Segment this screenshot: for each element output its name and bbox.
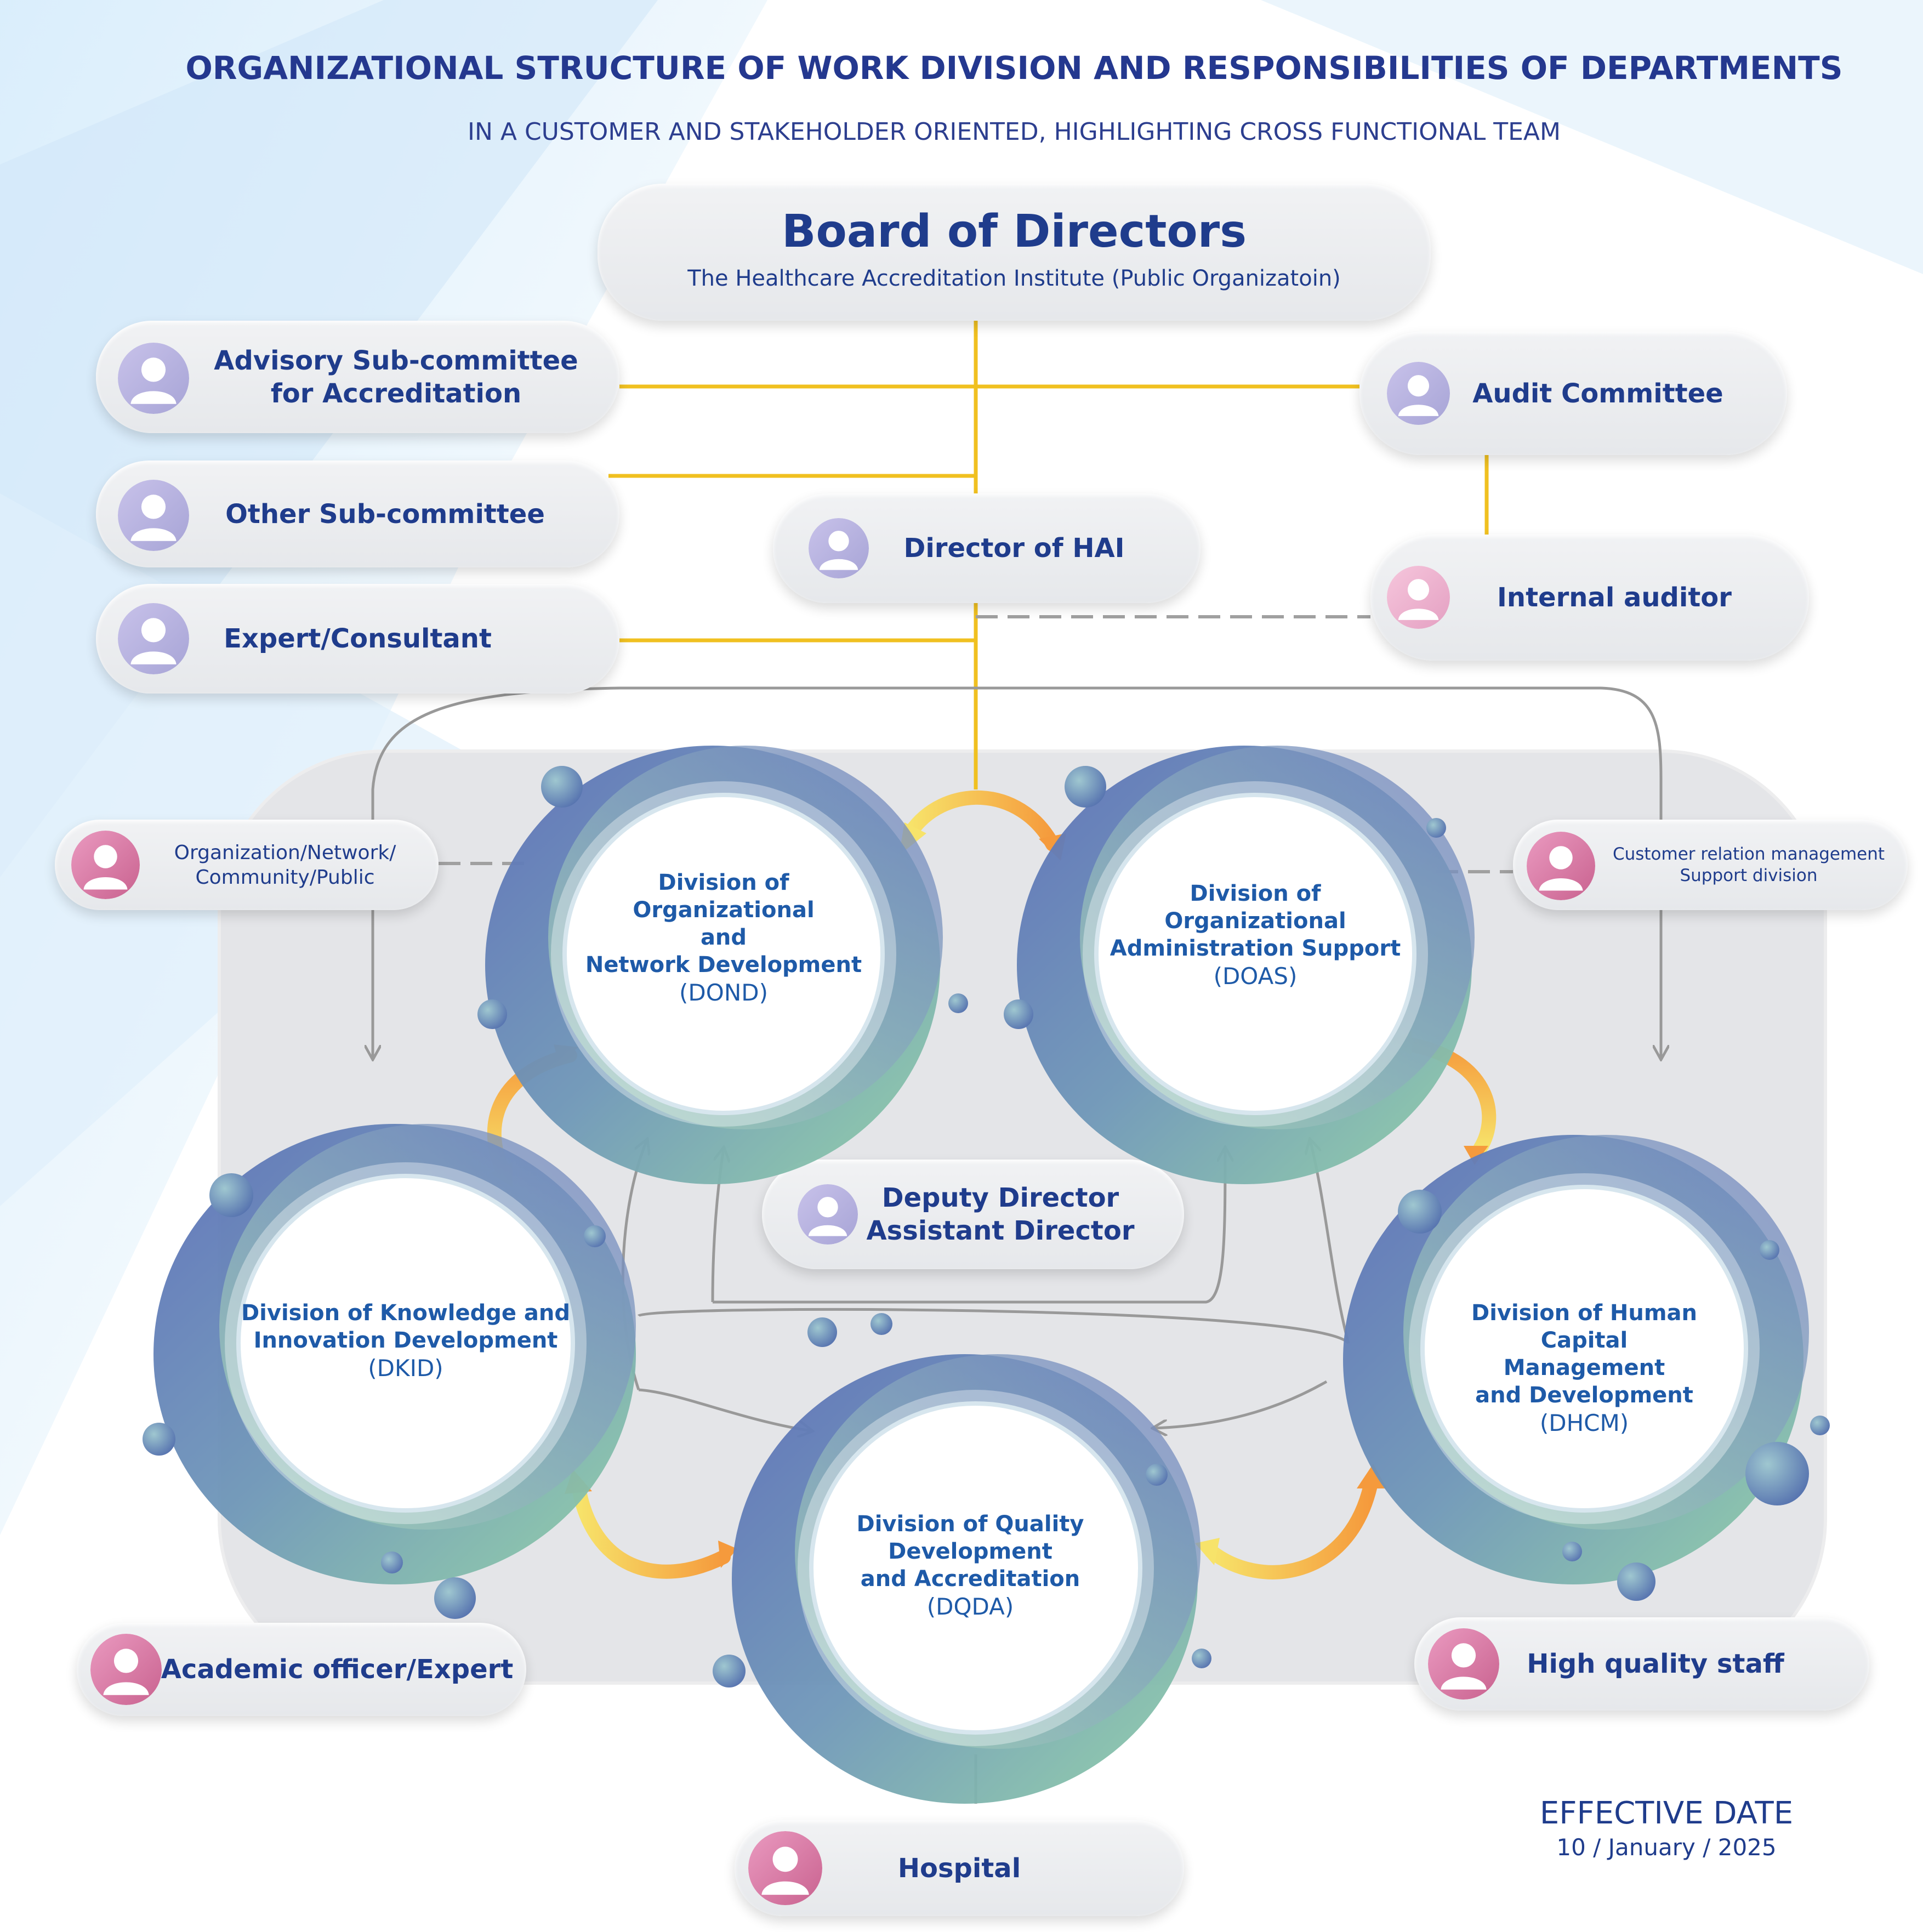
division-dqda: Division of Quality Development and Accr… — [817, 1510, 1124, 1622]
division-doas-abbr: (DOAS) — [1213, 963, 1298, 990]
person-icon — [71, 831, 140, 899]
division-dhcm: Division of Human Capital Management and… — [1425, 1299, 1743, 1438]
division-dkid: Division of Knowledge and Innovation Dev… — [236, 1299, 576, 1383]
other-subcommittee-box: Other Sub-committee — [96, 461, 619, 567]
deputy-director-label: Deputy Director Assistant Director — [866, 1183, 1135, 1246]
expert-consultant-label: Expert/Consultant — [224, 623, 492, 654]
board-subtitle: The Healthcare Accreditation Institute (… — [687, 266, 1341, 291]
academic-officer-label: Academic officer/Expert — [161, 1654, 514, 1685]
division-dqda-name: Division of Quality Development and Accr… — [856, 1511, 1084, 1592]
deputy-director-box: Deputy Director Assistant Director — [762, 1160, 1184, 1269]
expert-consultant-box: Expert/Consultant — [96, 584, 619, 694]
internal-auditor-label: Internal auditor — [1497, 582, 1732, 613]
advisory-label: Advisory Sub-committee for Accreditation — [214, 345, 578, 409]
division-dond: Division of Organizational and Network D… — [565, 869, 883, 1008]
person-icon — [1387, 362, 1450, 425]
page-title: ORGANIZATIONAL STRUCTURE OF WORK DIVISIO… — [185, 49, 1843, 87]
hospital-box: Hospital — [735, 1820, 1184, 1916]
hospital-label: Hospital — [897, 1853, 1021, 1884]
division-dkid-abbr: (DKID) — [368, 1355, 443, 1382]
director-label: Director of HAI — [903, 533, 1125, 564]
person-icon — [1428, 1628, 1499, 1700]
org-network-box: Organization/Network/ Community/Public — [55, 820, 439, 910]
person-icon — [798, 1184, 858, 1245]
director-box: Director of HAI — [773, 493, 1201, 603]
division-dhcm-name: Division of Human Capital Management and… — [1471, 1300, 1697, 1408]
division-dhcm-abbr: (DHCM) — [1539, 1410, 1629, 1436]
division-dond-abbr: (DOND) — [679, 979, 768, 1006]
person-icon — [809, 518, 869, 578]
person-icon — [118, 603, 189, 674]
high-quality-staff-box: High quality staff — [1414, 1617, 1869, 1711]
audit-committee-label: Audit Committee — [1472, 378, 1723, 409]
board-title: Board of Directors — [781, 206, 1247, 258]
effective-date-value: 10 / January / 2025 — [1556, 1834, 1777, 1861]
person-icon — [1387, 566, 1450, 629]
org-network-label: Organization/Network/ Community/Public — [174, 841, 396, 889]
division-dkid-name: Division of Knowledge and Innovation Dev… — [241, 1300, 571, 1353]
advisory-subcommittee-box: Advisory Sub-committee for Accreditation — [96, 321, 619, 433]
division-dond-name: Division of Organizational and Network D… — [585, 870, 862, 978]
division-doas: Division of Organizational Administratio… — [1096, 880, 1414, 991]
effective-date-label: EFFECTIVE DATE — [1539, 1795, 1794, 1831]
division-dqda-abbr: (DQDA) — [926, 1593, 1014, 1620]
audit-committee-box: Audit Committee — [1359, 332, 1787, 455]
person-icon — [118, 343, 189, 414]
high-quality-staff-label: High quality staff — [1527, 1649, 1784, 1679]
division-doas-name: Division of Organizational Administratio… — [1110, 881, 1401, 961]
person-icon — [90, 1634, 162, 1705]
person-icon — [118, 480, 189, 551]
page-subtitle: IN A CUSTOMER AND STAKEHOLDER ORIENTED, … — [467, 118, 1561, 146]
academic-officer-box: Academic officer/Expert — [77, 1623, 526, 1716]
other-subcommittee-label: Other Sub-committee — [225, 498, 545, 530]
internal-auditor-box: Internal auditor — [1370, 535, 1809, 661]
crm-box: Customer relation management Support div… — [1513, 820, 1908, 910]
board-of-directors-box: Board of Directors The Healthcare Accred… — [598, 184, 1431, 321]
person-icon — [1527, 832, 1595, 900]
crm-label: Customer relation management Support div… — [1612, 844, 1885, 885]
person-icon — [748, 1831, 822, 1905]
